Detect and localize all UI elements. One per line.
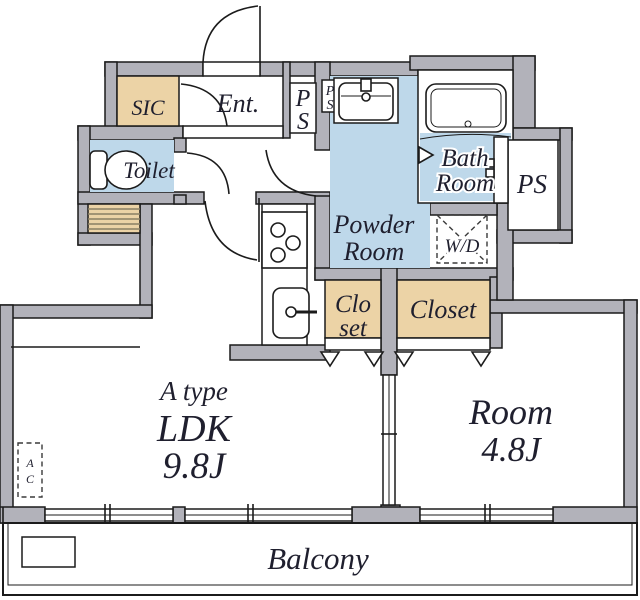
closet-left-label-2: set — [339, 315, 368, 342]
sic-floor — [116, 75, 180, 127]
balcony — [2, 507, 638, 596]
powder-label-2: Room — [343, 237, 405, 266]
ps-right-box — [507, 139, 559, 231]
window-ldk-right — [184, 504, 353, 526]
toilet-icon — [89, 150, 148, 190]
room-size-label: 4.8J — [481, 430, 542, 469]
ps-right-label: PS — [516, 169, 547, 199]
entrance-step — [182, 125, 284, 139]
closet-right-floor — [396, 279, 491, 339]
washbasin-icon — [333, 77, 399, 124]
ac-label-2: C — [26, 472, 35, 486]
fixtures — [17, 77, 512, 498]
ldk-door — [204, 198, 260, 262]
type-title-label: A type — [158, 376, 228, 406]
ps-small-label-2: S — [327, 98, 334, 113]
walls — [0, 55, 638, 524]
closet-door-marks — [319, 337, 492, 368]
ps-top-label-1: P — [295, 86, 311, 112]
powder-door-arc — [265, 149, 317, 197]
ac-unit-space — [17, 442, 43, 498]
entrance-door — [202, 5, 261, 63]
sliding-door-partition — [381, 374, 397, 506]
closet-left-floor — [324, 279, 382, 339]
powder-label-1: Powder — [333, 210, 416, 239]
entrance-opening — [202, 61, 261, 77]
bath-label-2: Room — [435, 170, 494, 197]
ldk-size-label: 9.8J — [163, 446, 227, 487]
stove-icon — [261, 211, 308, 269]
toilet-door-arc — [186, 152, 230, 195]
room-label: Room — [468, 392, 553, 432]
ps-top-box — [289, 82, 317, 134]
closet-left-label-1: Clo — [335, 291, 371, 318]
labels: SIC Ent. P S P S Toilet Bath Room PS Pow… — [25, 84, 553, 576]
ps-top-label-2: S — [297, 109, 309, 135]
sic-label: SIC — [132, 95, 165, 120]
closet-right-label: Closet — [410, 295, 477, 324]
meter-box-hatch — [88, 208, 140, 230]
ac-label-1: A — [25, 456, 34, 470]
sic-door-arc — [180, 83, 228, 127]
kitchen-sink-icon — [272, 287, 317, 339]
balcony-label: Balcony — [267, 541, 369, 576]
washer-dryer-space — [436, 214, 488, 264]
bathtub-icon — [419, 83, 512, 140]
window-room — [419, 504, 554, 526]
balcony-step-box — [21, 536, 76, 568]
bath-door — [418, 136, 509, 204]
ps-small-label-1: P — [325, 84, 335, 99]
toilet-label: Toilet — [123, 158, 175, 183]
ldk-label: LDK — [156, 408, 233, 450]
entrance-label: Ent. — [216, 89, 260, 118]
washer-dryer-label: W/D — [445, 236, 480, 257]
bath-label-1: Bath — [441, 145, 488, 172]
